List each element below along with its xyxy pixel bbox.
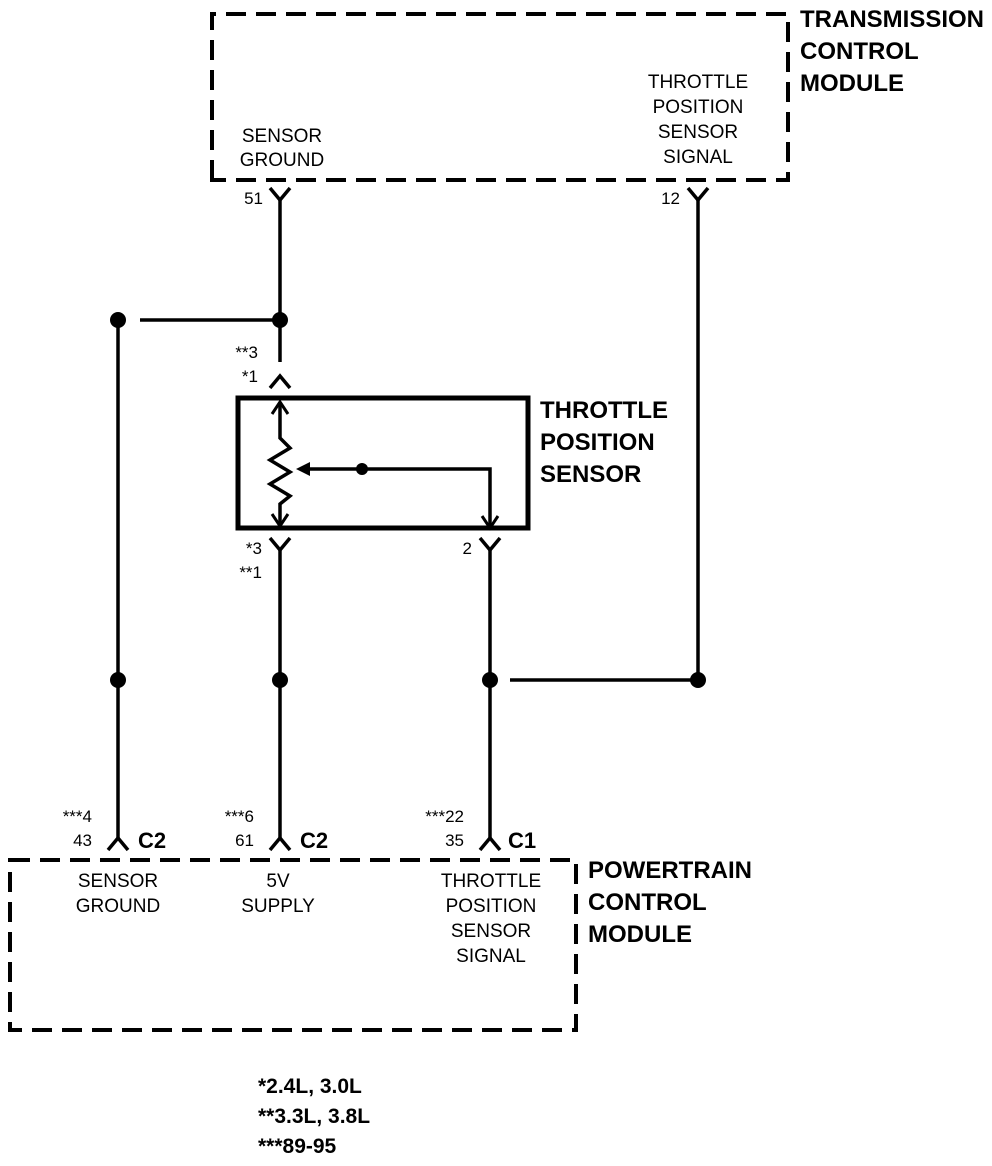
pcm-sensor-ground-line1: SENSOR: [78, 871, 158, 892]
tps-box: [235, 395, 531, 531]
tps-bottom-right-connector-icon: [478, 536, 502, 553]
pcm-signal-connector-icon: [478, 835, 502, 852]
pcm-signal-conn: C1: [508, 828, 536, 853]
pcm-tps-signal-line3: SENSOR: [451, 921, 531, 942]
tcm-tps-signal-line3: SENSOR: [658, 122, 738, 143]
resistor-bottom-arrow-icon: [270, 513, 290, 529]
wiper-down-arrow-icon: [480, 515, 500, 531]
pcm-tps-signal-line2: POSITION: [446, 896, 537, 917]
pcm-module-box: [8, 858, 578, 1032]
pcm-signal-pin-line1: ***22: [425, 807, 464, 826]
wiper-node: [356, 463, 368, 475]
tps-title-line3: SENSOR: [540, 461, 641, 488]
tps-title-line2: POSITION: [540, 429, 655, 456]
tcm-pin-12: 12: [661, 189, 680, 208]
tcm-pin-12-connector-icon: [686, 186, 710, 203]
tcm-pin-51: 51: [244, 189, 263, 208]
tcm-tps-signal-line1: THROTTLE: [648, 72, 748, 93]
supply-node: [272, 672, 288, 688]
tcm-pin-51-connector-icon: [268, 186, 292, 203]
tps-top-pin-line2: *1: [242, 367, 258, 386]
pcm-sensor-ground-line2: GROUND: [76, 896, 160, 917]
wiper-arrow-icon: [296, 462, 310, 476]
tcm-sensor-ground-line2: GROUND: [240, 150, 324, 171]
pcm-supply-pin-line1: ***6: [225, 807, 254, 826]
potentiometer-resistor-icon: [266, 402, 294, 526]
ground-node: [110, 672, 126, 688]
pcm-5v-supply-line2: SUPPLY: [241, 896, 315, 917]
pcm-ground-pin-line2: 43: [73, 831, 92, 850]
pcm-supply-conn: C2: [300, 828, 328, 853]
tcm-title-line2: CONTROL: [800, 38, 919, 65]
tps-bottom-left-pin-line1: *3: [246, 539, 262, 558]
footnote-3: ***89-95: [258, 1135, 337, 1158]
tcm-module-box: [210, 12, 790, 182]
tps-bottom-left-pin-line2: **1: [239, 563, 262, 582]
tps-top-pin-line1: **3: [235, 343, 258, 362]
pcm-supply-pin-line2: 61: [235, 831, 254, 850]
tps-bottom-left-connector-icon: [268, 536, 292, 553]
pcm-title-line2: CONTROL: [588, 889, 707, 916]
pcm-ground-connector-icon: [106, 835, 130, 852]
tcm-sensor-ground-line1: SENSOR: [242, 126, 322, 147]
pcm-ground-pin-line1: ***4: [63, 807, 92, 826]
footnote-1: *2.4L, 3.0L: [258, 1075, 362, 1098]
footnote-2: **3.3L, 3.8L: [258, 1105, 370, 1128]
pcm-5v-supply-line1: 5V: [266, 871, 290, 892]
pcm-title-line3: MODULE: [588, 921, 692, 948]
pcm-tps-signal-line4: SIGNAL: [456, 946, 526, 967]
pcm-title-line1: POWERTRAIN: [588, 857, 752, 884]
tcm-signal-node: [690, 672, 706, 688]
tcm-title-line1: TRANSMISSION: [800, 6, 984, 33]
tps-bottom-right-pin: 2: [463, 539, 472, 558]
tps-title-line1: THROTTLE: [540, 397, 668, 424]
resistor-top-arrow-icon: [270, 399, 290, 415]
signal-node: [482, 672, 498, 688]
tps-top-connector-icon: [268, 373, 292, 390]
tcm-title-line3: MODULE: [800, 70, 904, 97]
wiper-wire: [300, 467, 492, 528]
ground-splice-node: [272, 312, 288, 328]
tcm-tps-signal-line4: SIGNAL: [663, 147, 733, 168]
pcm-ground-conn: C2: [138, 828, 166, 853]
pcm-supply-connector-icon: [268, 835, 292, 852]
pcm-signal-pin-line2: 35: [445, 831, 464, 850]
pcm-tps-signal-line1: THROTTLE: [441, 871, 541, 892]
tcm-tps-signal-line2: POSITION: [653, 97, 744, 118]
